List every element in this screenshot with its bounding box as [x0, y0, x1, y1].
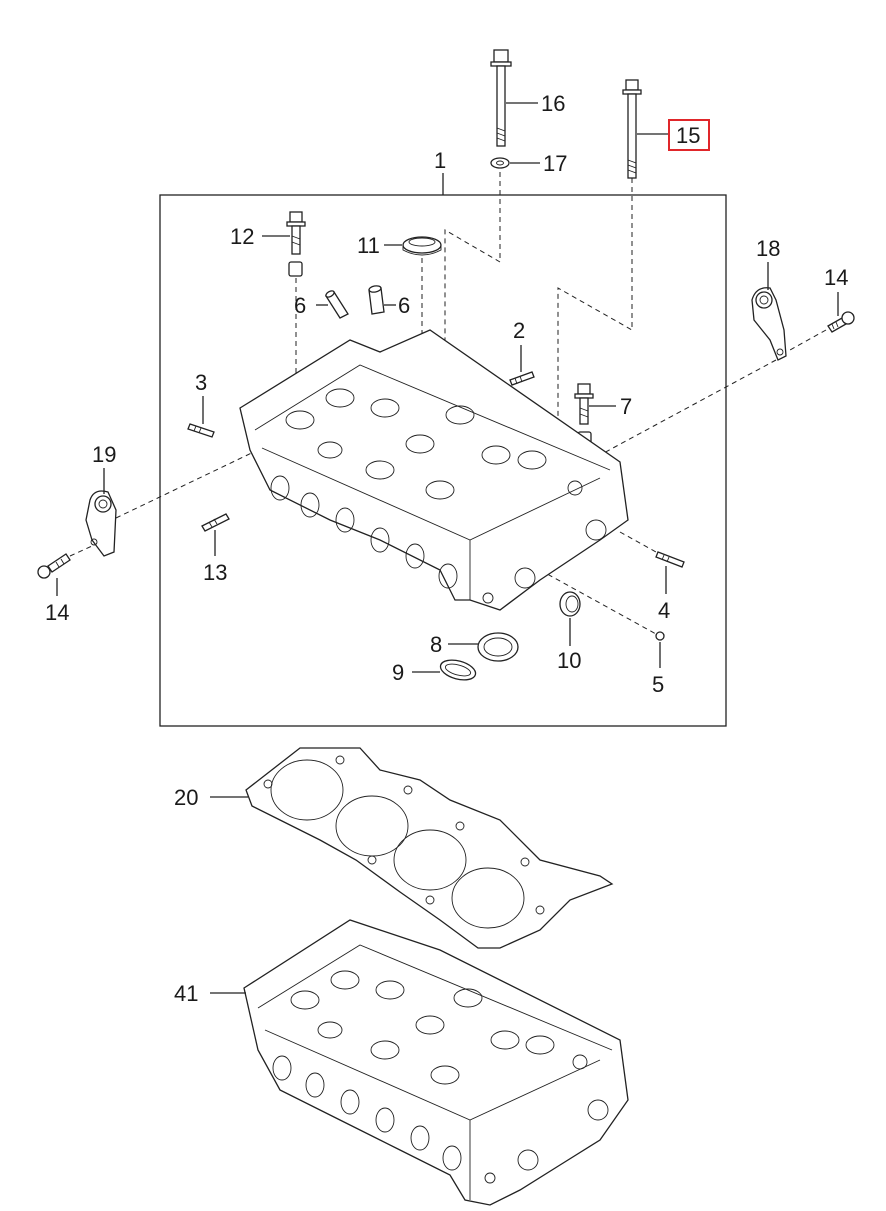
part-20-head-gasket[interactable]: [245, 747, 614, 949]
part-13-stud[interactable]: [201, 513, 230, 532]
part-14-bolt-right[interactable]: [827, 311, 855, 333]
label-part-16[interactable]: 16: [541, 91, 565, 116]
part-11-plug[interactable]: [402, 236, 442, 256]
label-part-20[interactable]: 20: [174, 785, 198, 810]
part-14-bolt-left[interactable]: [37, 553, 71, 579]
part-2-stud[interactable]: [509, 371, 535, 386]
label-part-19[interactable]: 19: [92, 442, 116, 467]
highlight-box-part-15: [668, 119, 710, 151]
part-41-cylinder-head-assembly[interactable]: [243, 919, 629, 1206]
part-8-ring[interactable]: [477, 632, 519, 662]
part-3-stud[interactable]: [187, 423, 215, 438]
cylinder-head-upper[interactable]: [239, 329, 629, 611]
label-part-7[interactable]: 7: [620, 394, 632, 419]
part-19-bracket[interactable]: [85, 490, 117, 557]
label-part-13[interactable]: 13: [203, 560, 227, 585]
label-part-41[interactable]: 41: [174, 981, 198, 1006]
label-part-10[interactable]: 10: [557, 648, 581, 673]
part-16-bolt[interactable]: [490, 49, 512, 147]
part-4-stud[interactable]: [655, 551, 685, 568]
label-part-6-right[interactable]: 6: [398, 293, 410, 318]
label-part-12[interactable]: 12: [230, 224, 254, 249]
part-9-ring[interactable]: [438, 657, 477, 684]
part-12-bolt[interactable]: [286, 211, 306, 255]
label-part-11[interactable]: 11: [357, 233, 380, 258]
label-part-3[interactable]: 3: [195, 370, 207, 395]
part-10-seal[interactable]: [559, 591, 581, 617]
part-5-pin[interactable]: [655, 631, 665, 641]
part-6-pin-right[interactable]: [368, 285, 385, 315]
part-6-pin-left[interactable]: [325, 290, 349, 319]
label-part-15[interactable]: 15: [676, 123, 700, 148]
label-part-1[interactable]: 1: [434, 148, 446, 173]
part-17-washer[interactable]: [490, 157, 510, 169]
label-part-4[interactable]: 4: [658, 598, 670, 623]
part-7-bolt[interactable]: [574, 383, 594, 425]
label-part-14-left[interactable]: 14: [45, 600, 69, 625]
label-part-8[interactable]: 8: [430, 632, 442, 657]
label-part-18[interactable]: 18: [756, 236, 780, 261]
label-part-2[interactable]: 2: [513, 318, 525, 343]
part-15-bolt[interactable]: [622, 79, 642, 179]
label-part-14-right[interactable]: 14: [824, 265, 848, 290]
label-part-5[interactable]: 5: [652, 672, 664, 697]
label-part-9[interactable]: 9: [392, 660, 404, 685]
part-12-sleeve: [288, 261, 303, 277]
part-18-bracket[interactable]: [751, 287, 787, 361]
label-part-17[interactable]: 17: [543, 151, 567, 176]
label-part-6-left[interactable]: 6: [294, 293, 306, 318]
